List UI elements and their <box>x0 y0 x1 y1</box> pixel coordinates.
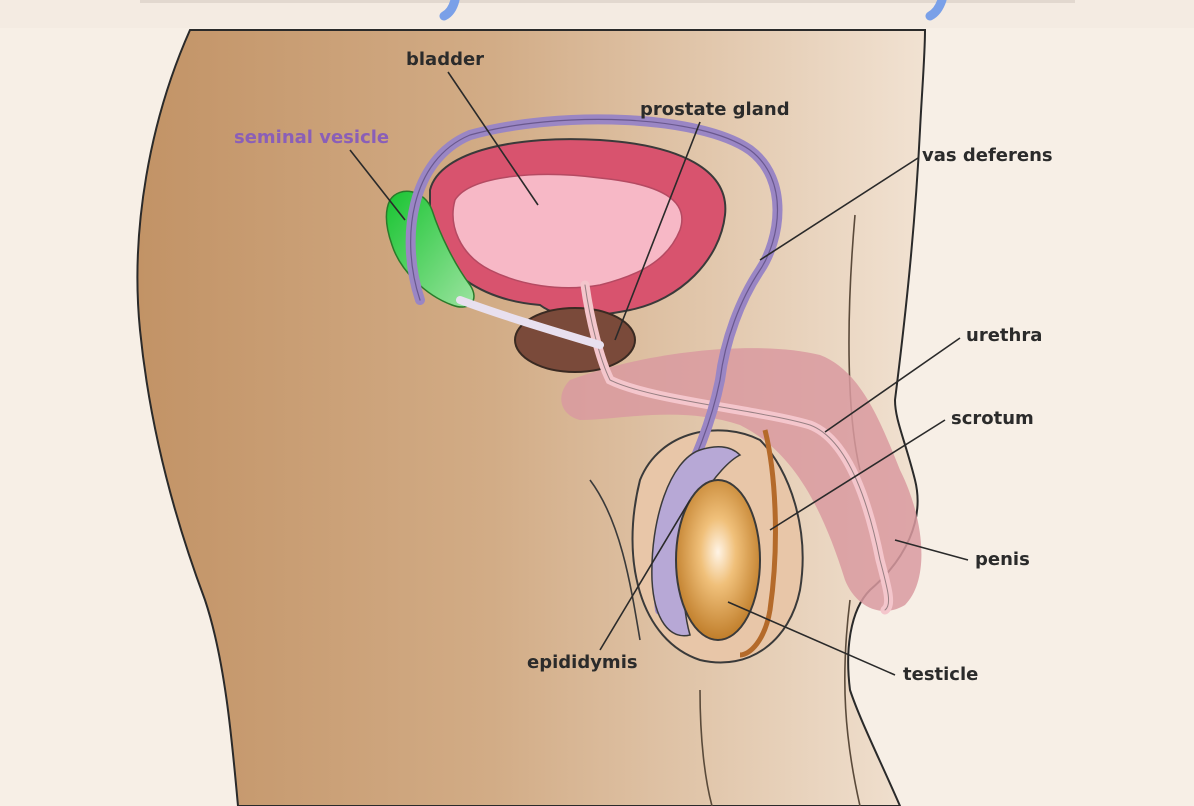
label-prostate-gland: prostate gland <box>640 101 790 119</box>
testicle-shape <box>676 480 760 640</box>
label-vas-deferens: vas deferens <box>922 147 1053 165</box>
label-urethra: urethra <box>966 327 1042 345</box>
label-epididymis: epididymis <box>527 654 638 672</box>
label-testicle: testicle <box>903 666 978 684</box>
top-banner-bar <box>140 0 1075 3</box>
top-banner <box>0 0 1194 28</box>
label-bladder: bladder <box>406 51 484 69</box>
label-scrotum: scrotum <box>951 410 1034 428</box>
label-penis: penis <box>975 551 1030 569</box>
label-seminal-vesicle: seminal vesicle <box>234 129 389 147</box>
